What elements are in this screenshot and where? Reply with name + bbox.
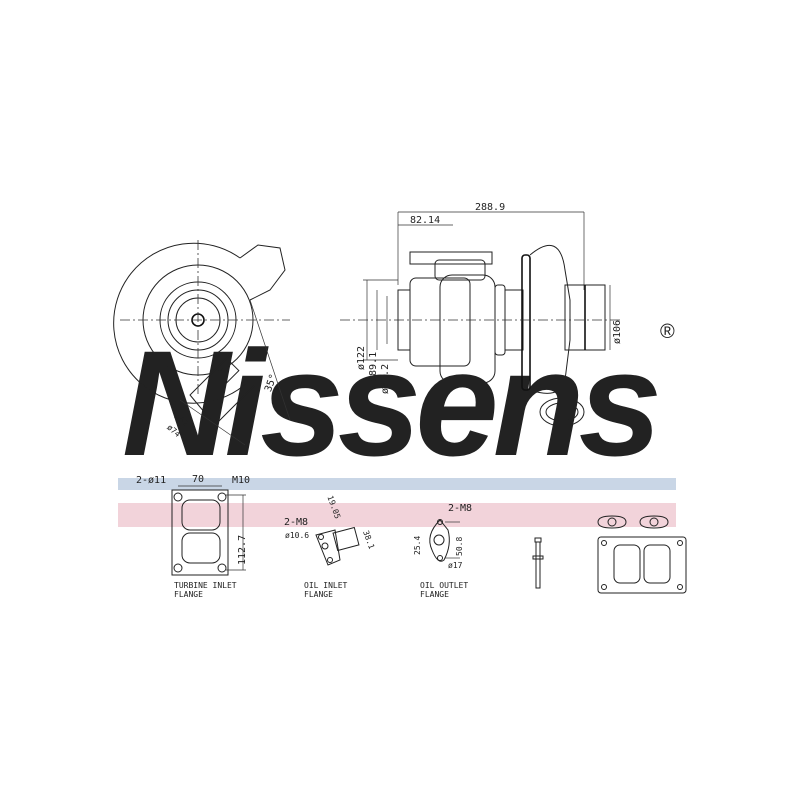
front-view: 288.9 82.14 ø122 ø89.1 ø82.2 ø106 — [340, 202, 623, 427]
dia-82-label: ø82.2 — [380, 364, 391, 394]
dia-89-label: ø89.1 — [368, 352, 379, 382]
watermark-red-band — [118, 503, 676, 527]
thread-label: 2-M8 — [284, 517, 308, 528]
diameter-label: ø17 — [448, 561, 463, 570]
holes-label: 2-ø11 — [136, 475, 166, 486]
flange-label-1: TURBINE INLET — [174, 581, 237, 590]
dia-122-label: ø122 — [356, 346, 367, 370]
dim-a-label: 25.4 — [413, 536, 422, 555]
oil-outlet-flange: 2-M8 25.4 50.8 ø17 OIL OUTLET FLANGE — [413, 503, 472, 599]
flange-label-2: FLANGE — [174, 590, 203, 599]
thread-label: M10 — [232, 475, 250, 486]
spacing-label: 70 — [192, 474, 204, 485]
flange-label-2: FLANGE — [420, 590, 449, 599]
watermark-blue-band — [118, 478, 676, 490]
dia-106-label: ø106 — [612, 320, 623, 344]
overall-length-label: 288.9 — [475, 202, 505, 213]
registered-mark: ® — [660, 321, 675, 343]
flange-label-1: OIL OUTLET — [420, 581, 468, 590]
turbine-inlet-flange: 2-ø11 70 M10 112.7 TURBINE INLET FLANGE — [136, 474, 250, 599]
diameter-label: ø10.6 — [285, 531, 309, 540]
flange-label-1: OIL INLET — [304, 581, 348, 590]
gasket-set — [597, 515, 687, 594]
thread-label: 2-M8 — [448, 503, 472, 514]
height-label: 112.7 — [237, 535, 248, 565]
bolt — [532, 537, 544, 589]
dim-b-label: 50.8 — [455, 537, 464, 556]
dim-b-label: 38.1 — [361, 529, 376, 550]
flange-label-2: FLANGE — [304, 590, 333, 599]
offset-label: 82.14 — [410, 215, 440, 226]
